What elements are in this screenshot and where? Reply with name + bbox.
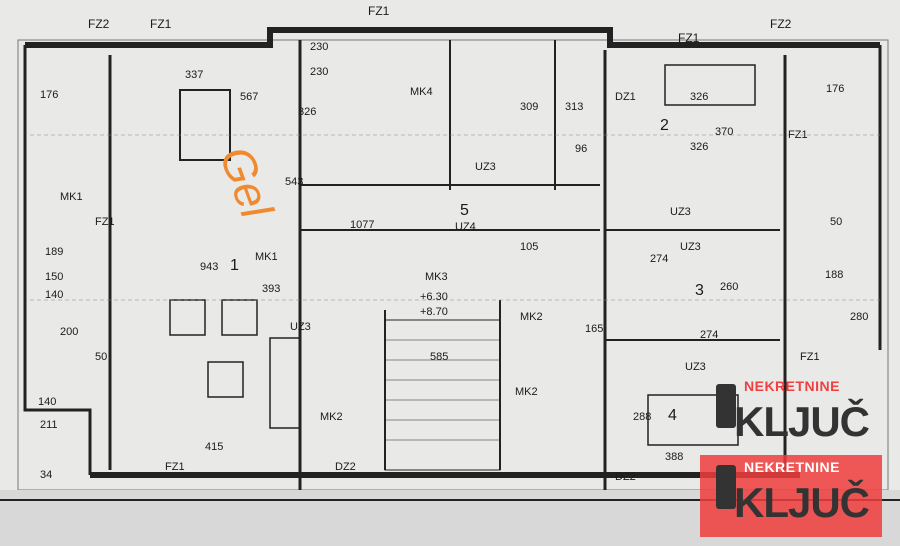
dimension-label: 274: [700, 329, 718, 341]
room-code: FZ1: [800, 351, 820, 363]
dimension-label: 150: [45, 271, 63, 283]
dimension-label: 230: [310, 66, 328, 78]
dimension-label: 176: [826, 83, 844, 95]
watermark-logo-red: NEKRETNINE KLJUČ: [700, 455, 882, 537]
dimension-label: 200: [60, 326, 78, 338]
room-code: UZ3: [680, 241, 701, 253]
key-icon: [716, 465, 736, 509]
dimension-label: 370: [715, 126, 733, 138]
dimension-label: 189: [45, 246, 63, 258]
room-code: MK1: [255, 251, 278, 263]
dimension-label: 393: [262, 283, 280, 295]
dimension-label: 50: [830, 216, 842, 228]
watermark-top-text: NEKRETNINE: [744, 459, 841, 475]
key-icon: [716, 384, 736, 428]
dimension-label: 280: [850, 311, 868, 323]
dimension-label: 105: [520, 241, 538, 253]
dimension-label: 1077: [350, 219, 374, 231]
room-code: UZ3: [670, 206, 691, 218]
dimension-label: +6.30: [420, 291, 448, 303]
room-code: MK1: [60, 191, 83, 203]
room-code: DZ1: [615, 91, 636, 103]
room-code: MK4: [410, 86, 433, 98]
dimension-label: 274: [650, 253, 668, 265]
room-number: 1: [230, 257, 239, 274]
room-code: FZ1: [95, 216, 115, 228]
watermark-brand: KLJUČ: [734, 398, 870, 445]
dimension-label: 943: [200, 261, 218, 273]
room-code: MK2: [515, 386, 538, 398]
dimension-label: 211: [40, 419, 58, 431]
room-code: UZ4: [455, 221, 476, 233]
top-label: FZ2: [770, 17, 792, 31]
room-number: 4: [668, 407, 677, 424]
top-label: FZ1: [368, 4, 390, 18]
room-code: UZ3: [475, 161, 496, 173]
dimension-label: 230: [310, 41, 328, 53]
dimension-label: 326: [690, 141, 708, 153]
dimension-label: 313: [565, 101, 583, 113]
room-code: DZ2: [335, 461, 356, 473]
dimension-label: 326: [298, 106, 316, 118]
dimension-label: 543: [285, 176, 303, 188]
dimension-label: 188: [825, 269, 843, 281]
dimension-label: 388: [665, 451, 683, 463]
dimension-label: 337: [185, 69, 203, 81]
dimension-label: 567: [240, 91, 258, 103]
handwritten-annotation: Gel: [210, 140, 284, 227]
watermark-top-text: NEKRETNINE: [744, 378, 841, 394]
top-label: FZ1: [150, 17, 172, 31]
dimension-label: 140: [45, 289, 63, 301]
room-code: MK3: [425, 271, 448, 283]
room-code: MK2: [520, 311, 543, 323]
room-number: 2: [660, 117, 669, 134]
top-label: FZ2: [88, 17, 110, 31]
room-code: UZ3: [290, 321, 311, 333]
watermark-brand: KLJUČ: [734, 479, 870, 526]
room-number: 3: [695, 282, 704, 299]
dimension-label: 288: [633, 411, 651, 423]
dimension-label: 415: [205, 441, 223, 453]
top-label: FZ1: [678, 31, 700, 45]
dimension-label: 96: [575, 143, 587, 155]
room-code: FZ1: [165, 461, 185, 473]
room-number: 5: [460, 202, 469, 219]
dimension-label: 326: [690, 91, 708, 103]
dimension-label: 165: [585, 323, 603, 335]
dimension-label: 140: [38, 396, 56, 408]
dimension-label: +8.70: [420, 306, 448, 318]
room-code: DZ2: [615, 471, 636, 483]
dimension-label: 34: [40, 469, 52, 481]
dimension-label: 585: [430, 351, 448, 363]
room-code: MK2: [320, 411, 343, 423]
room-code: UZ3: [685, 361, 706, 373]
dimension-label: 176: [40, 89, 58, 101]
dimension-label: 260: [720, 281, 738, 293]
dimension-label: 309: [520, 101, 538, 113]
room-code: FZ1: [788, 129, 808, 141]
dimension-label: 50: [95, 351, 107, 363]
